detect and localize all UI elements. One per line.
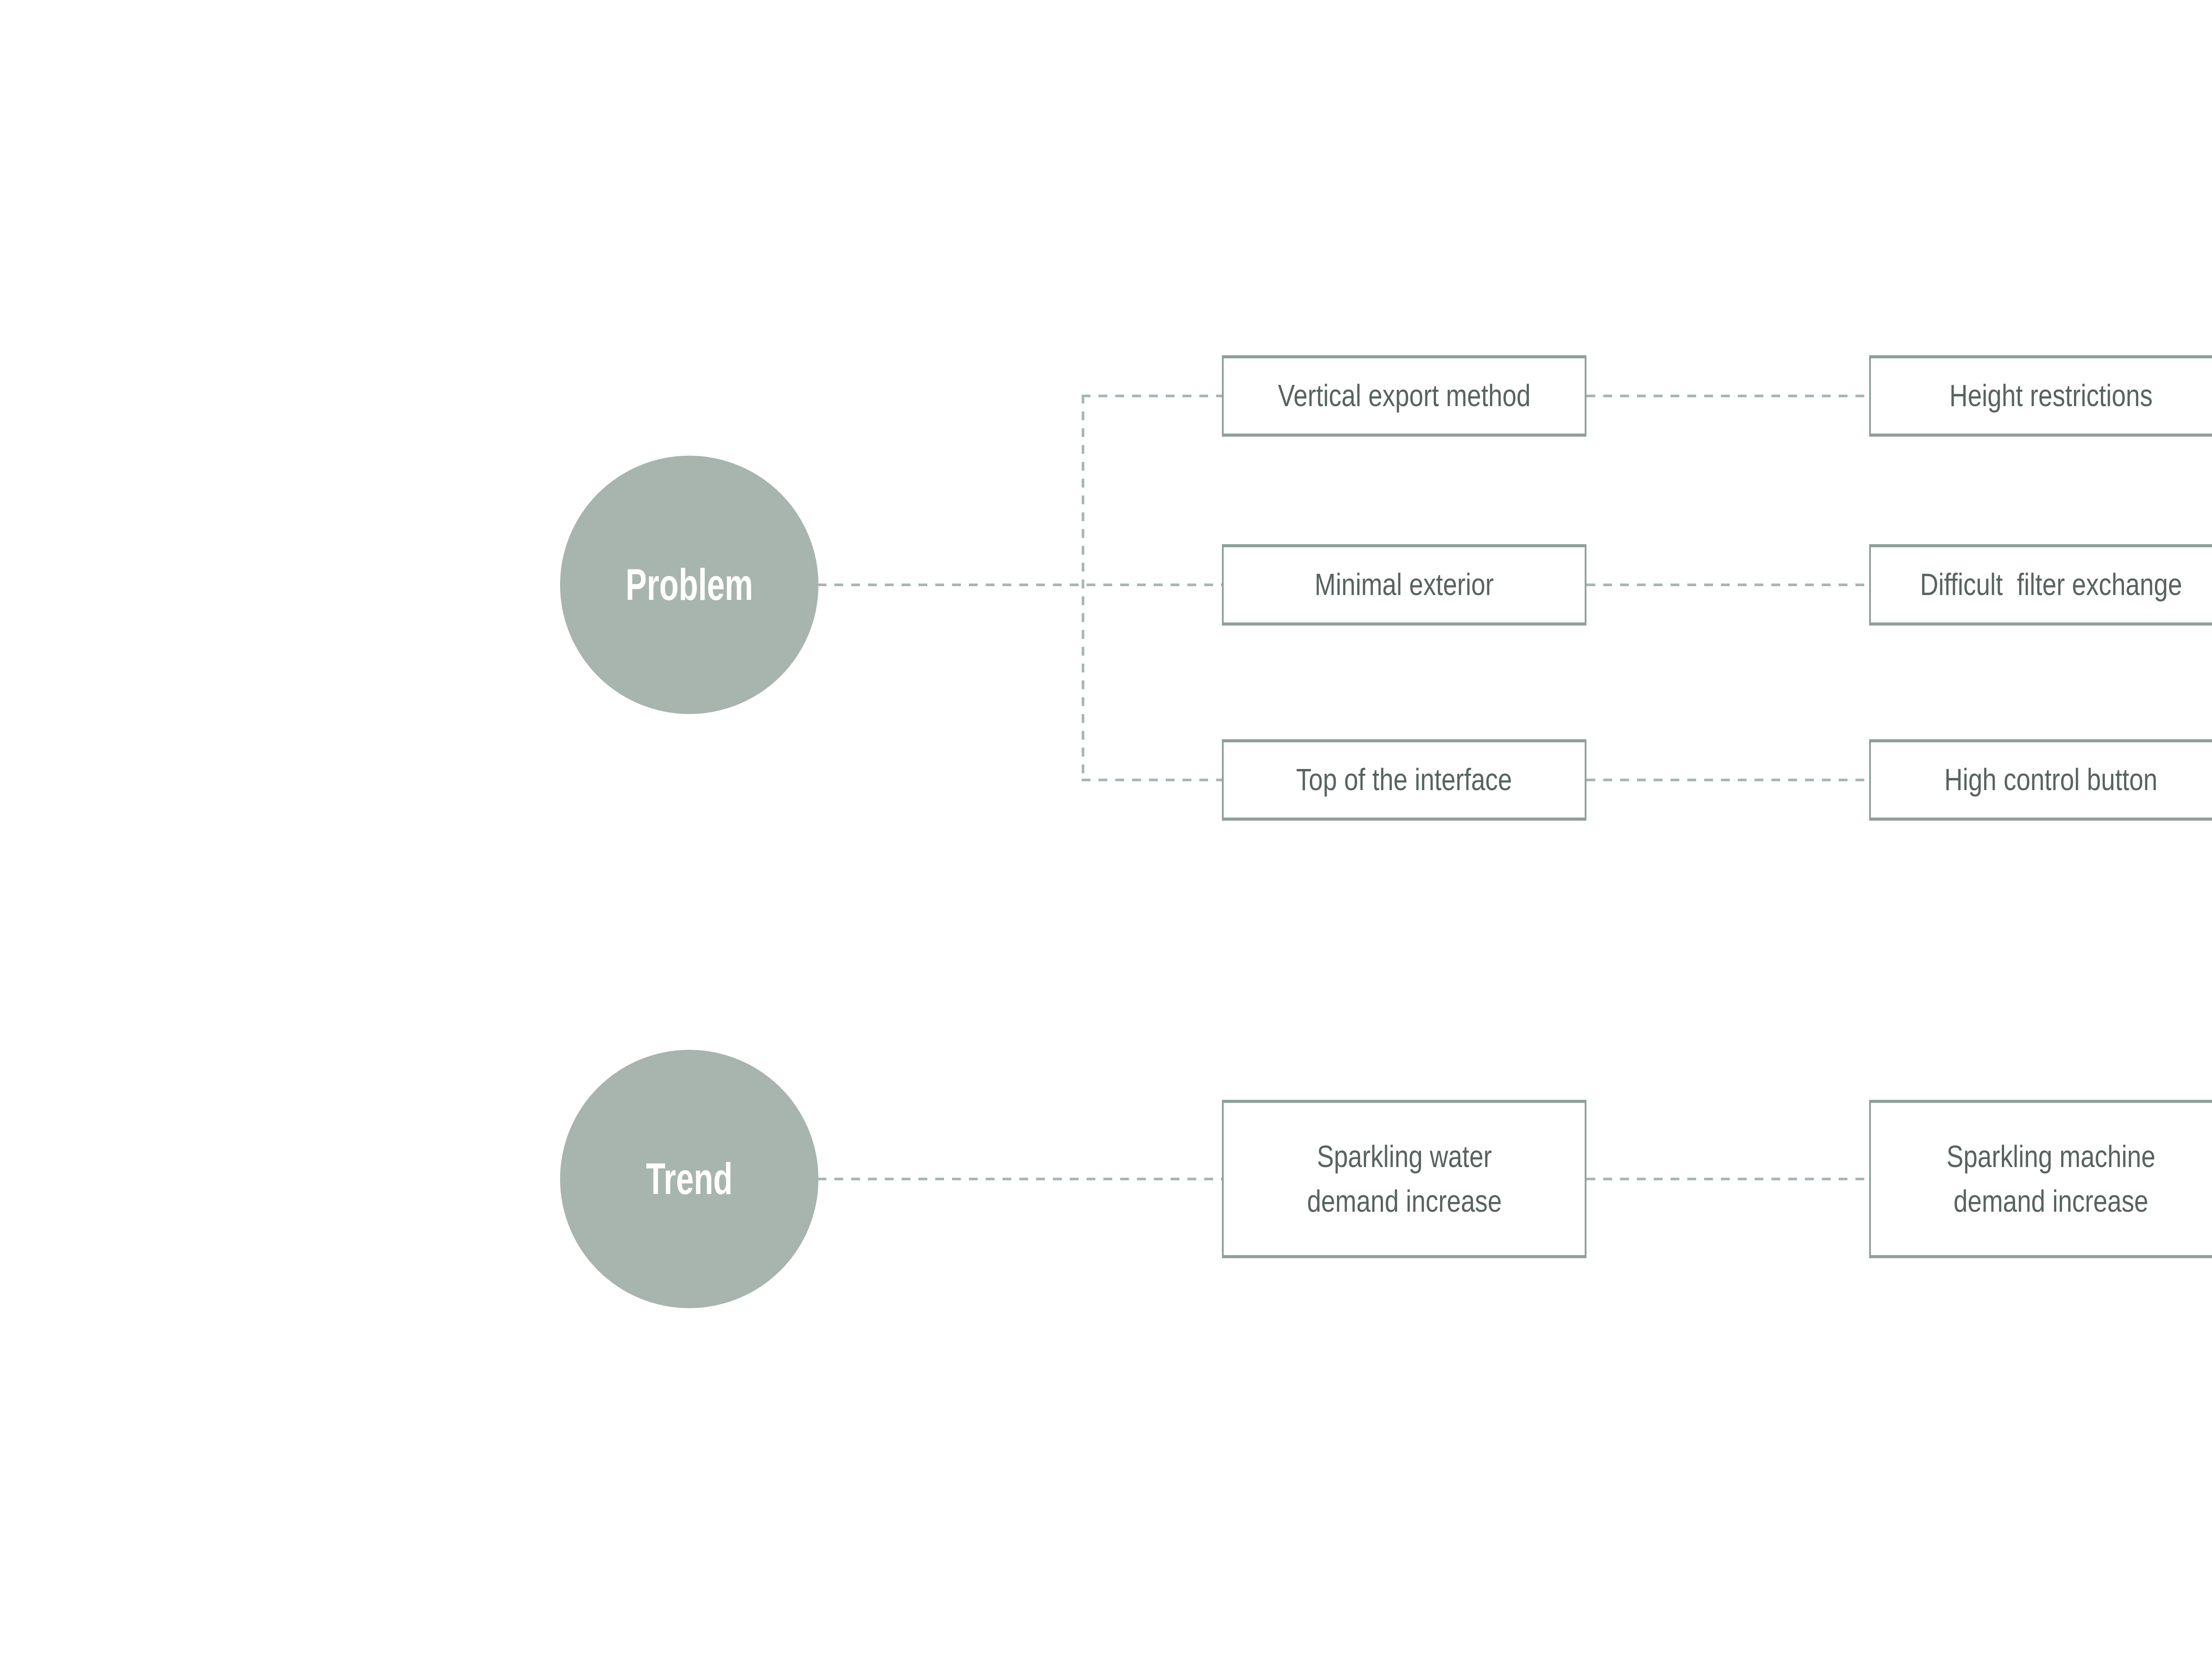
connector-problem-trunk [818, 584, 1222, 586]
connector-problem-branch-row3 [1082, 779, 1222, 781]
problem-node: Problem [560, 456, 818, 714]
connector-trend-trunk [818, 1178, 1222, 1180]
box-label: Sparkling machine demand increase [1946, 1139, 2156, 1219]
connector-problem-branch-row1 [1082, 395, 1222, 397]
box-label: High control button [1944, 762, 2158, 797]
box-label: Minimal exterior [1314, 567, 1494, 602]
box-problem-row1-col2: Height restrictions [1869, 355, 2212, 437]
box-problem-row3-col1: Top of the interface [1222, 739, 1586, 821]
box-trend-col2: Sparkling machine demand increase [1869, 1100, 2212, 1258]
box-problem-row3-col2: High control button [1869, 739, 2212, 821]
box-label: Height restrictions [1949, 378, 2153, 413]
box-problem-row2-col2: Difficult filter exchange [1869, 544, 2212, 626]
box-problem-row1-col1: Vertical export method [1222, 355, 1586, 437]
connector-problem-branch-vertical [1082, 395, 1084, 781]
trend-node: Trend [560, 1050, 818, 1308]
connector-row1-col1-col2 [1586, 395, 1869, 397]
connector-row2-col1-col2 [1586, 584, 1869, 586]
box-trend-col1: Sparkling water demand increase [1222, 1100, 1586, 1258]
box-label: Difficult filter exchange [1920, 567, 2182, 602]
connector-row3-col1-col2 [1586, 779, 1869, 781]
box-label: Sparkling water demand increase [1306, 1139, 1502, 1219]
box-label: Vertical export method [1278, 378, 1531, 413]
trend-node-label: Trend [645, 1154, 733, 1204]
connector-trend-col1-col2 [1586, 1178, 1869, 1180]
problem-node-label: Problem [625, 560, 753, 610]
box-problem-row2-col1: Minimal exterior [1222, 544, 1586, 626]
box-label: Top of the interface [1296, 762, 1513, 797]
